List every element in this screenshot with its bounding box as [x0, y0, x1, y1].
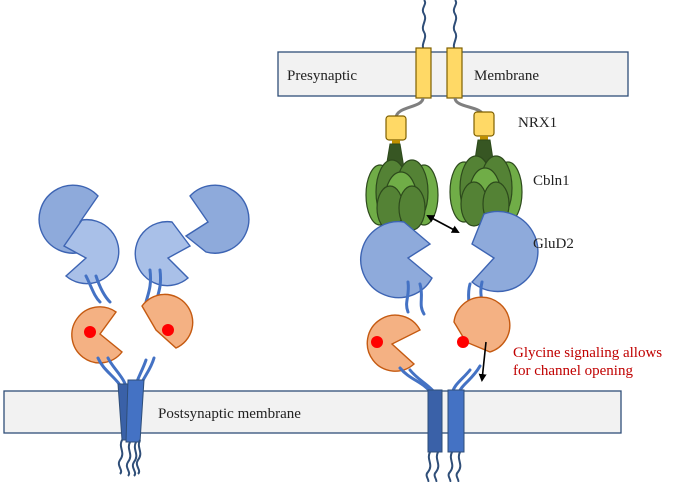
glud2-left-transmembrane: [117, 379, 145, 443]
glycine-dot: [162, 324, 174, 336]
presynaptic-label: Presynaptic: [287, 68, 357, 84]
glud2-right-cytoplasmic-tails: [425, 451, 462, 482]
postsynaptic-membrane: Postsynaptic membrane: [3, 390, 622, 434]
glycine-dot: [84, 326, 96, 338]
glud2-right-amino-domains: [360, 210, 539, 299]
membrane-label: Membrane: [474, 68, 539, 84]
cbln1-label: Cbln1: [533, 173, 570, 189]
postsynaptic-label: Postsynaptic membrane: [158, 406, 301, 422]
glud2-left-ligand-binding-domains: [71, 293, 194, 364]
nrx1-extracellular-tails: [421, 0, 458, 51]
glud2-right-ligand-binding-domains: [366, 296, 511, 372]
glud2-right-transmembrane: [427, 389, 465, 453]
glud2-left-cytoplasmic-tails: [117, 439, 142, 477]
down-arrow-icon: [478, 341, 487, 382]
glud2-label: GluD2: [533, 236, 574, 252]
glycine-label-line1: Glycine signaling allows: [513, 345, 662, 361]
nrx1-linkers: [394, 97, 485, 119]
glycine-dot: [371, 336, 383, 348]
nrx1-domains: [385, 111, 495, 146]
nrx1-label: NRX1: [518, 115, 557, 131]
cbln1-left: [365, 143, 439, 231]
glycine-label-line2: for channel opening: [513, 363, 633, 379]
glycine-dot: [457, 336, 469, 348]
glud2-left-amino-domains: [38, 184, 250, 287]
double-headed-arrow-icon: [426, 215, 460, 233]
cbln1-right: [449, 139, 523, 227]
